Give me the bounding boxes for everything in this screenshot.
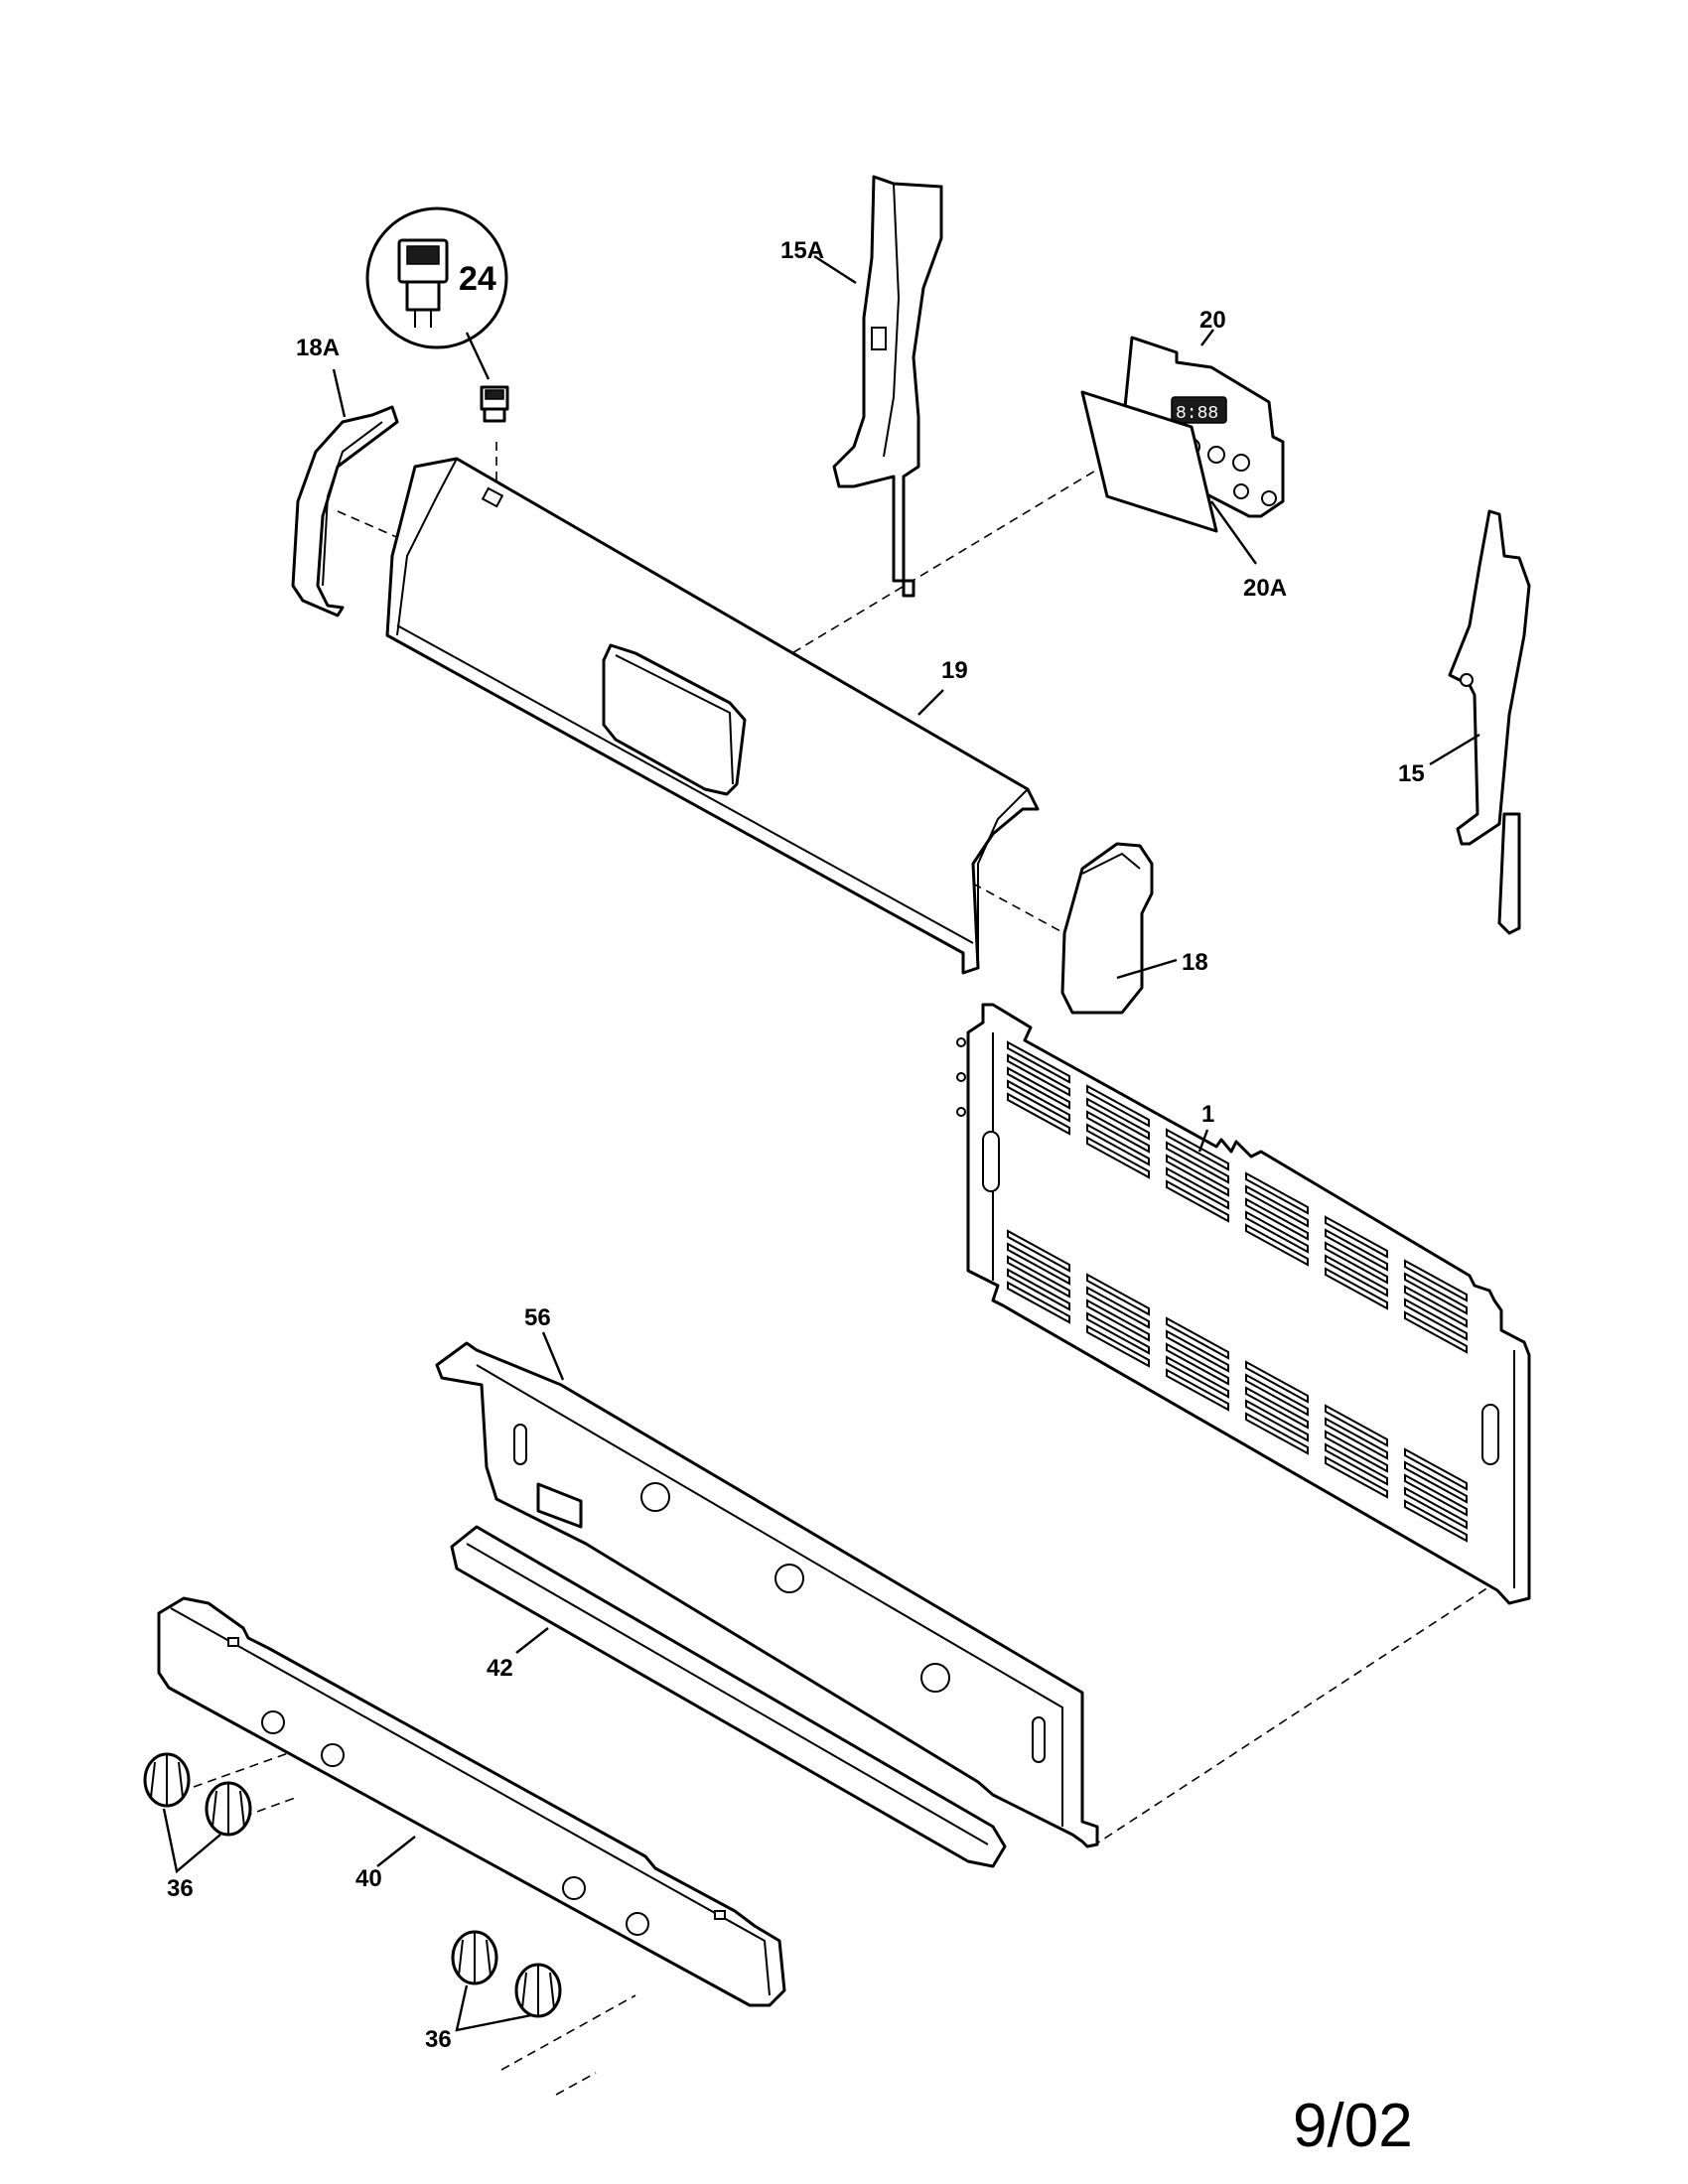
date-code: 9/02 <box>1293 2092 1413 2160</box>
end-cap-part-18 <box>1060 842 1178 1015</box>
vent-louver <box>1086 1273 1150 1316</box>
label-40: 40 <box>355 1865 382 1892</box>
backguard-panel-part-19 <box>385 457 1040 975</box>
vent-louver <box>1086 1097 1150 1141</box>
vent-louver <box>1086 1084 1150 1128</box>
knob-1 <box>143 1752 191 1808</box>
vent-louver <box>1404 1310 1468 1354</box>
label-18: 18 <box>1182 949 1208 976</box>
end-cap-part-18A <box>291 368 399 617</box>
knobs-part-36 <box>143 1752 562 2032</box>
part-labels: 24 18A 15A 20 20A 19 15 18 1 56 42 40 36… <box>167 237 1425 2053</box>
label-36-left: 36 <box>167 1875 194 1902</box>
vent-louver <box>1166 1179 1229 1223</box>
vent-louver <box>1325 1417 1388 1460</box>
vent-louver <box>1007 1255 1070 1298</box>
clock-display-readout: 8:88 <box>1176 404 1218 424</box>
vent-louver <box>1404 1285 1468 1328</box>
vent-louver <box>1404 1447 1468 1491</box>
vent-louver <box>1245 1184 1309 1228</box>
vent-louver <box>1325 1228 1388 1272</box>
label-24: 24 <box>459 260 496 298</box>
vent-louver <box>1404 1460 1468 1504</box>
vent-louver <box>1325 1241 1388 1285</box>
knob-3 <box>451 1930 498 1985</box>
vent-louver <box>1245 1373 1309 1417</box>
vent-louver <box>1086 1311 1150 1355</box>
rear-panel-part-1 <box>956 1003 1531 1605</box>
vent-louver <box>1325 1455 1388 1499</box>
vent-louver <box>1007 1268 1070 1311</box>
vent-louver <box>1086 1123 1150 1166</box>
vent-louver <box>1325 1442 1388 1486</box>
knob-2 <box>205 1781 252 1837</box>
vent-louver <box>1404 1473 1468 1517</box>
vent-louver <box>1404 1259 1468 1302</box>
side-bracket-part-15 <box>1429 509 1531 935</box>
vent-louver <box>1007 1229 1070 1273</box>
label-15: 15 <box>1398 760 1425 787</box>
vent-louver <box>1245 1210 1309 1254</box>
vent-louver <box>1166 1141 1229 1184</box>
vent-louver <box>1166 1128 1229 1171</box>
label-20: 20 <box>1199 307 1226 334</box>
vent-louver <box>1245 1223 1309 1267</box>
vent-louver <box>1245 1386 1309 1430</box>
vent-louver <box>1325 1430 1388 1473</box>
label-1: 1 <box>1201 1101 1214 1128</box>
vent-louver <box>1166 1329 1229 1373</box>
switch-part-24 <box>365 206 509 423</box>
rear-panel-vents <box>1007 1040 1468 1543</box>
vent-louver <box>1166 1368 1229 1412</box>
label-36-right: 36 <box>425 2026 452 2053</box>
vent-louver <box>1325 1267 1388 1310</box>
vent-louver <box>1007 1242 1070 1286</box>
vent-louver <box>1245 1171 1309 1215</box>
trim-strip-part-42 <box>450 1525 1007 1868</box>
vent-louver <box>1245 1412 1309 1455</box>
vent-louver <box>1166 1342 1229 1386</box>
label-42: 42 <box>487 1655 513 1682</box>
vent-louver <box>1007 1040 1070 1084</box>
vent-louver <box>1007 1053 1070 1097</box>
side-bracket-part-15A <box>813 175 943 598</box>
vent-louver <box>1007 1281 1070 1324</box>
vent-louver <box>1404 1297 1468 1341</box>
vent-louver <box>1325 1254 1388 1297</box>
vent-louver <box>1007 1092 1070 1136</box>
vent-louver <box>1166 1316 1229 1360</box>
label-20A: 20A <box>1243 575 1287 602</box>
knob-4 <box>514 1963 562 2018</box>
vent-louver <box>1245 1197 1309 1241</box>
vent-louver <box>1404 1486 1468 1530</box>
vent-louver <box>1086 1324 1150 1368</box>
vent-louver <box>1404 1272 1468 1315</box>
label-18A: 18A <box>296 335 340 361</box>
vent-louver <box>1245 1399 1309 1442</box>
vent-louver <box>1086 1110 1150 1154</box>
knob-panel-part-40 <box>157 1596 786 2007</box>
vent-louver <box>1404 1499 1468 1543</box>
clock-control-part-20: 8:88 <box>1080 329 1285 565</box>
control-panel-back-part-56 <box>435 1331 1099 1848</box>
vent-louver <box>1245 1360 1309 1404</box>
vent-louver <box>1007 1066 1070 1110</box>
vent-louver <box>1086 1298 1150 1342</box>
label-56: 56 <box>524 1304 551 1331</box>
label-19: 19 <box>941 657 968 684</box>
label-15A: 15A <box>780 237 824 264</box>
vent-louver <box>1325 1404 1388 1447</box>
vent-louver <box>1166 1154 1229 1197</box>
vent-louver <box>1166 1355 1229 1399</box>
vent-louver <box>1007 1079 1070 1123</box>
vent-louver <box>1086 1136 1150 1179</box>
vent-louver <box>1086 1286 1150 1329</box>
vent-louver <box>1325 1215 1388 1259</box>
vent-louver <box>1166 1166 1229 1210</box>
